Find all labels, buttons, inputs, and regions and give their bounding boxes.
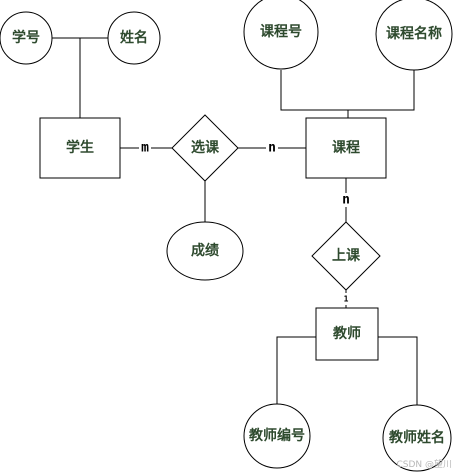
attribute-student-name: 姓名 <box>107 11 161 65</box>
relationship-select: 选课 <box>171 114 239 182</box>
attribute-teacher-name-label: 教师姓名 <box>389 429 445 446</box>
attribute-student-id-label: 学号 <box>12 29 40 46</box>
attribute-teacher-name: 教师姓名 <box>382 404 452 472</box>
cardinality-student-select: m <box>139 141 151 156</box>
cardinality-select-course: n <box>266 141 278 156</box>
entity-course-label: 课程 <box>332 140 360 156</box>
cardinality-teach-teacher-label: 1 <box>344 295 349 304</box>
attribute-teacher-id-label: 教师编号 <box>249 427 305 444</box>
connector-course-attributes <box>280 70 415 118</box>
attribute-course-name-label: 课程名称 <box>386 25 442 42</box>
attribute-grade: 成绩 <box>166 221 244 281</box>
attribute-course-id-label: 课程号 <box>260 24 302 40</box>
attribute-student-name-label: 姓名 <box>120 29 148 46</box>
attribute-grade-label: 成绩 <box>191 242 219 259</box>
cardinality-course-teach-label: n <box>342 193 350 208</box>
entity-teacher: 教师 <box>315 307 379 361</box>
entity-course: 课程 <box>305 117 387 179</box>
cardinality-select-course-label: n <box>268 141 276 156</box>
cardinality-teach-teacher: 1 <box>342 293 350 305</box>
relationship-teach: 上课 <box>311 221 381 291</box>
connector-teacher-attributes <box>276 336 418 408</box>
cardinality-course-teach: n <box>340 193 352 208</box>
connector-student-attributes <box>50 37 108 118</box>
attribute-course-name: 课程名称 <box>375 0 453 71</box>
entity-student-label: 学生 <box>66 139 94 156</box>
relationship-select-label: 选课 <box>191 139 220 156</box>
entity-student: 学生 <box>39 117 121 179</box>
attribute-student-id: 学号 <box>0 11 53 65</box>
entity-teacher-label: 教师 <box>333 325 361 342</box>
watermark: CSDN @望川 <box>396 458 452 470</box>
attribute-teacher-id: 教师编号 <box>243 403 311 469</box>
relationship-teach-label: 上课 <box>332 248 361 264</box>
attribute-course-id: 课程号 <box>243 0 319 70</box>
cardinality-student-select-label: m <box>141 141 149 156</box>
